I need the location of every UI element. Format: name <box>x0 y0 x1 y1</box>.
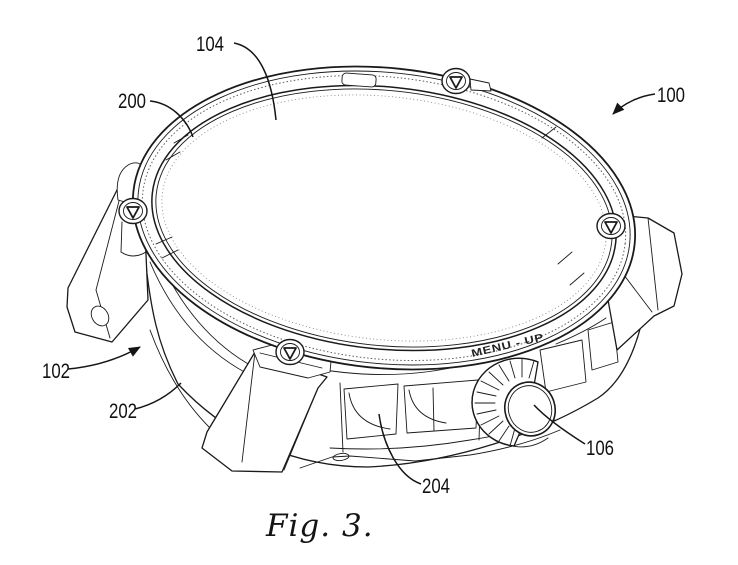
leader-arrow-102 <box>67 346 141 370</box>
case-guard <box>201 351 328 473</box>
bezel-top-tab <box>341 72 377 88</box>
screw-bottom <box>275 338 305 366</box>
leader-106 <box>533 404 586 445</box>
leader-lines <box>67 42 656 485</box>
crown-knurling <box>474 358 535 447</box>
crown-button <box>471 357 556 448</box>
ref-numeral-102: 102 <box>42 360 70 383</box>
bezel-notches <box>155 126 585 286</box>
screw-top <box>441 67 471 95</box>
bezel-ring <box>131 65 637 371</box>
leader-104 <box>233 42 277 121</box>
crown-face <box>504 381 556 437</box>
display-glass <box>151 84 617 352</box>
leader-202 <box>134 382 182 410</box>
ref-numeral-204: 204 <box>422 475 450 498</box>
ref-numeral-202: 202 <box>109 400 137 423</box>
ref-numeral-200: 200 <box>118 90 146 113</box>
screw-left <box>118 197 148 225</box>
leader-200 <box>149 100 194 138</box>
screw-right <box>596 212 626 240</box>
reference-numerals: 104 200 100 102 202 204 106 <box>42 33 685 498</box>
case-side-panels <box>343 321 619 440</box>
figure-caption: Fig. 3. <box>265 508 374 544</box>
leader-204 <box>378 413 422 485</box>
bezel-screws <box>118 67 626 366</box>
leader-arrow-100 <box>612 93 656 115</box>
ref-numeral-104: 104 <box>196 33 224 56</box>
ref-numeral-106: 106 <box>586 437 614 460</box>
ref-numeral-100: 100 <box>657 84 685 107</box>
strap-pin-hole <box>90 305 110 327</box>
